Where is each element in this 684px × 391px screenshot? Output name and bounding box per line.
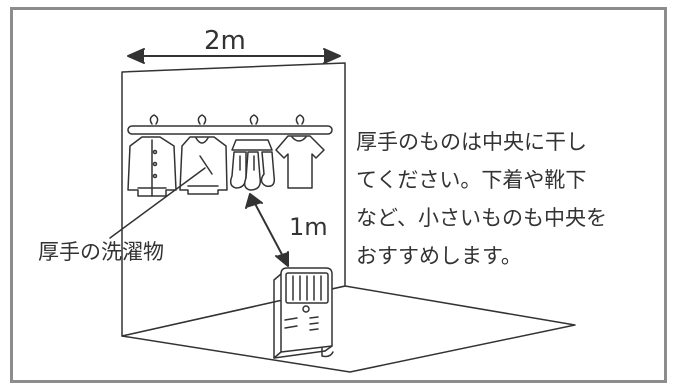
instruction-note: 厚手のものは中央に干し てください。下着や靴下 など、小さいものも中央を おすす… — [356, 123, 607, 275]
width-arrow — [127, 48, 341, 64]
note-line: 厚手のものは中央に干し — [356, 130, 587, 154]
dehumidifier — [273, 267, 334, 359]
note-line: てください。下着や靴下 — [356, 168, 587, 192]
note-line: おすすめします。 — [356, 244, 522, 268]
distance-label: 1m — [289, 213, 328, 241]
width-label: 2m — [204, 26, 246, 56]
distance-arrow — [245, 193, 289, 267]
tshirt-garment — [275, 135, 325, 189]
cardigan-garment — [127, 136, 177, 197]
laundry-leader-line — [109, 167, 206, 239]
thick-laundry-label: 厚手の洗濯物 — [38, 240, 164, 264]
hanger-clips — [149, 114, 305, 125]
sweater-garment — [179, 136, 228, 195]
socks-garment — [229, 139, 276, 191]
hanging-pole — [127, 125, 333, 135]
note-line: など、小さいものも中央を — [356, 206, 607, 230]
